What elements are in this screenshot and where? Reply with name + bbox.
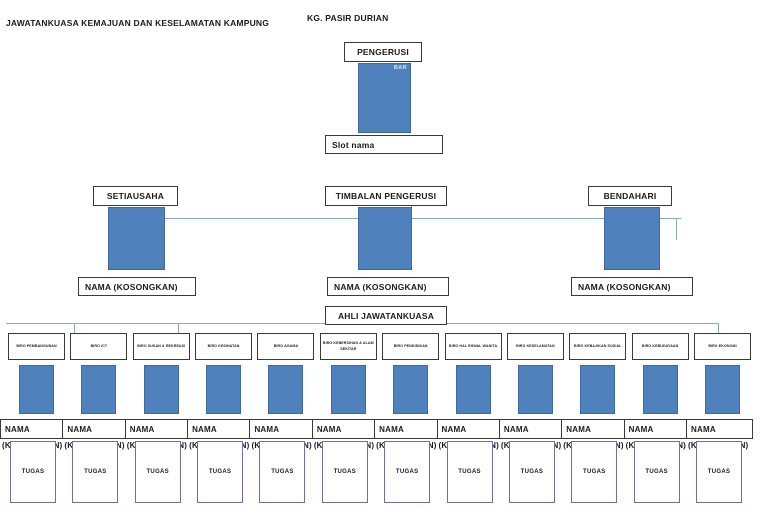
bureau-photo-placeholder[interactable]: [393, 365, 429, 414]
bureau-caption-box[interactable]: BIRO KESIHATAN: [195, 333, 253, 360]
bureau-task-box[interactable]: TUGAS: [321, 441, 368, 503]
bureau-name-box[interactable]: NAMA: [623, 419, 691, 439]
bureau-task-box[interactable]: TUGAS: [446, 441, 493, 503]
secretary-photo-placeholder[interactable]: [108, 207, 165, 270]
bureau-photo-placeholder[interactable]: [330, 365, 366, 414]
bureau-task-box[interactable]: TUGAS: [633, 441, 680, 503]
bureau-task-box[interactable]: TUGAS: [696, 441, 742, 503]
bureau-stub-c: [718, 323, 719, 333]
bureau-name-box[interactable]: NAMA: [249, 419, 317, 439]
vice-chairman-photo-placeholder[interactable]: [358, 207, 412, 270]
bureau-name-box[interactable]: NAMA: [374, 419, 442, 439]
bureau-caption-box[interactable]: BIRO PENDIDIKAN: [382, 333, 440, 360]
bureau-caption-box[interactable]: BIRO KESELAMATAN: [506, 333, 564, 360]
bureau-photo-placeholder[interactable]: [19, 365, 54, 414]
chairman-photo-placeholder[interactable]: BAR: [358, 63, 411, 133]
bureau-name-box[interactable]: NAMA: [187, 419, 255, 439]
bureau-photo-placeholder[interactable]: [642, 365, 678, 414]
bureau-caption-box[interactable]: BIRO AGAMA: [257, 333, 315, 360]
document-subtitle: KG. PASIR DURIAN: [307, 13, 389, 23]
members-header-box[interactable]: AHLI JAWATANKUASA: [325, 306, 447, 325]
bureau-name-box[interactable]: NAMA: [62, 419, 130, 439]
chairman-role-box[interactable]: PENGERUSI: [344, 42, 422, 62]
treasurer-name-box[interactable]: NAMA (KOSONGKAN): [571, 277, 693, 296]
vice-chairman-name-box[interactable]: NAMA (KOSONGKAN): [327, 277, 449, 296]
level2-right-stub: [676, 218, 677, 240]
bureau-caption-box[interactable]: BIRO KEBUDAYAAN: [631, 333, 689, 360]
bureau-task-box[interactable]: TUGAS: [384, 441, 431, 503]
treasurer-role-box[interactable]: BENDAHARI: [588, 186, 672, 206]
bureau-photo-placeholder[interactable]: [143, 365, 179, 414]
bureau-photo-placeholder[interactable]: [268, 365, 304, 414]
bureau-task-box[interactable]: TUGAS: [134, 441, 181, 503]
bureau-name-box[interactable]: NAMA: [561, 419, 629, 439]
bureau-caption-box[interactable]: BIRO ICT: [70, 333, 128, 360]
bureau-name-box[interactable]: NAMA: [124, 419, 192, 439]
bureau-name-box[interactable]: NAMA: [498, 419, 566, 439]
bureau-task-box[interactable]: TUGAS: [571, 441, 618, 503]
bureau-name-box[interactable]: NAMA: [686, 419, 753, 439]
secretary-role-box[interactable]: SETIAUSAHA: [93, 186, 178, 206]
bureau-caption-box[interactable]: BIRO KEBAJIKAN SOSIAL: [569, 333, 627, 360]
bureau-photo-placeholder[interactable]: [517, 365, 553, 414]
vice-chairman-role-box[interactable]: TIMBALAN PENGERUSI: [325, 186, 447, 206]
bureau-caption-box[interactable]: BIRO SUKAN & REKREASI: [132, 333, 190, 360]
document-title: JAWATANKUASA KEMAJUAN DAN KESELAMATAN KA…: [6, 18, 270, 28]
bureau-stub-a: [74, 323, 75, 333]
bureau-photo-placeholder[interactable]: [455, 365, 491, 414]
bureau-task-box[interactable]: TUGAS: [10, 441, 56, 503]
bureau-name-box[interactable]: NAMA: [436, 419, 504, 439]
secretary-name-box[interactable]: NAMA (KOSONGKAN): [78, 277, 196, 296]
photo-bar-label: BAR: [393, 65, 407, 71]
bureau-caption-box[interactable]: BIRO EKONOMI: [694, 333, 751, 360]
bureau-photo-placeholder[interactable]: [580, 365, 616, 414]
bureau-caption-box[interactable]: BIRO KEBERSIHAN & ALAM SEKITAR: [319, 333, 377, 360]
bureau-photo-placeholder[interactable]: [206, 365, 242, 414]
bureau-task-box[interactable]: TUGAS: [259, 441, 306, 503]
bureau-name-box[interactable]: NAMA: [0, 419, 67, 439]
bureau-task-box[interactable]: TUGAS: [508, 441, 555, 503]
bureau-caption-box[interactable]: BIRO PEMBANGUNAN: [8, 333, 65, 360]
bureau-stub-b: [178, 323, 179, 333]
bureau-name-box[interactable]: NAMA: [311, 419, 379, 439]
chairman-name-box[interactable]: Slot nama: [325, 135, 443, 154]
treasurer-photo-placeholder[interactable]: [604, 207, 660, 270]
bureau-caption-box[interactable]: BIRO HAL EHWAL WANITA: [444, 333, 502, 360]
bureau-task-box[interactable]: TUGAS: [197, 441, 244, 503]
bureau-photo-placeholder[interactable]: [705, 365, 740, 414]
bureau-task-box[interactable]: TUGAS: [72, 441, 119, 503]
bureau-photo-placeholder[interactable]: [81, 365, 117, 414]
